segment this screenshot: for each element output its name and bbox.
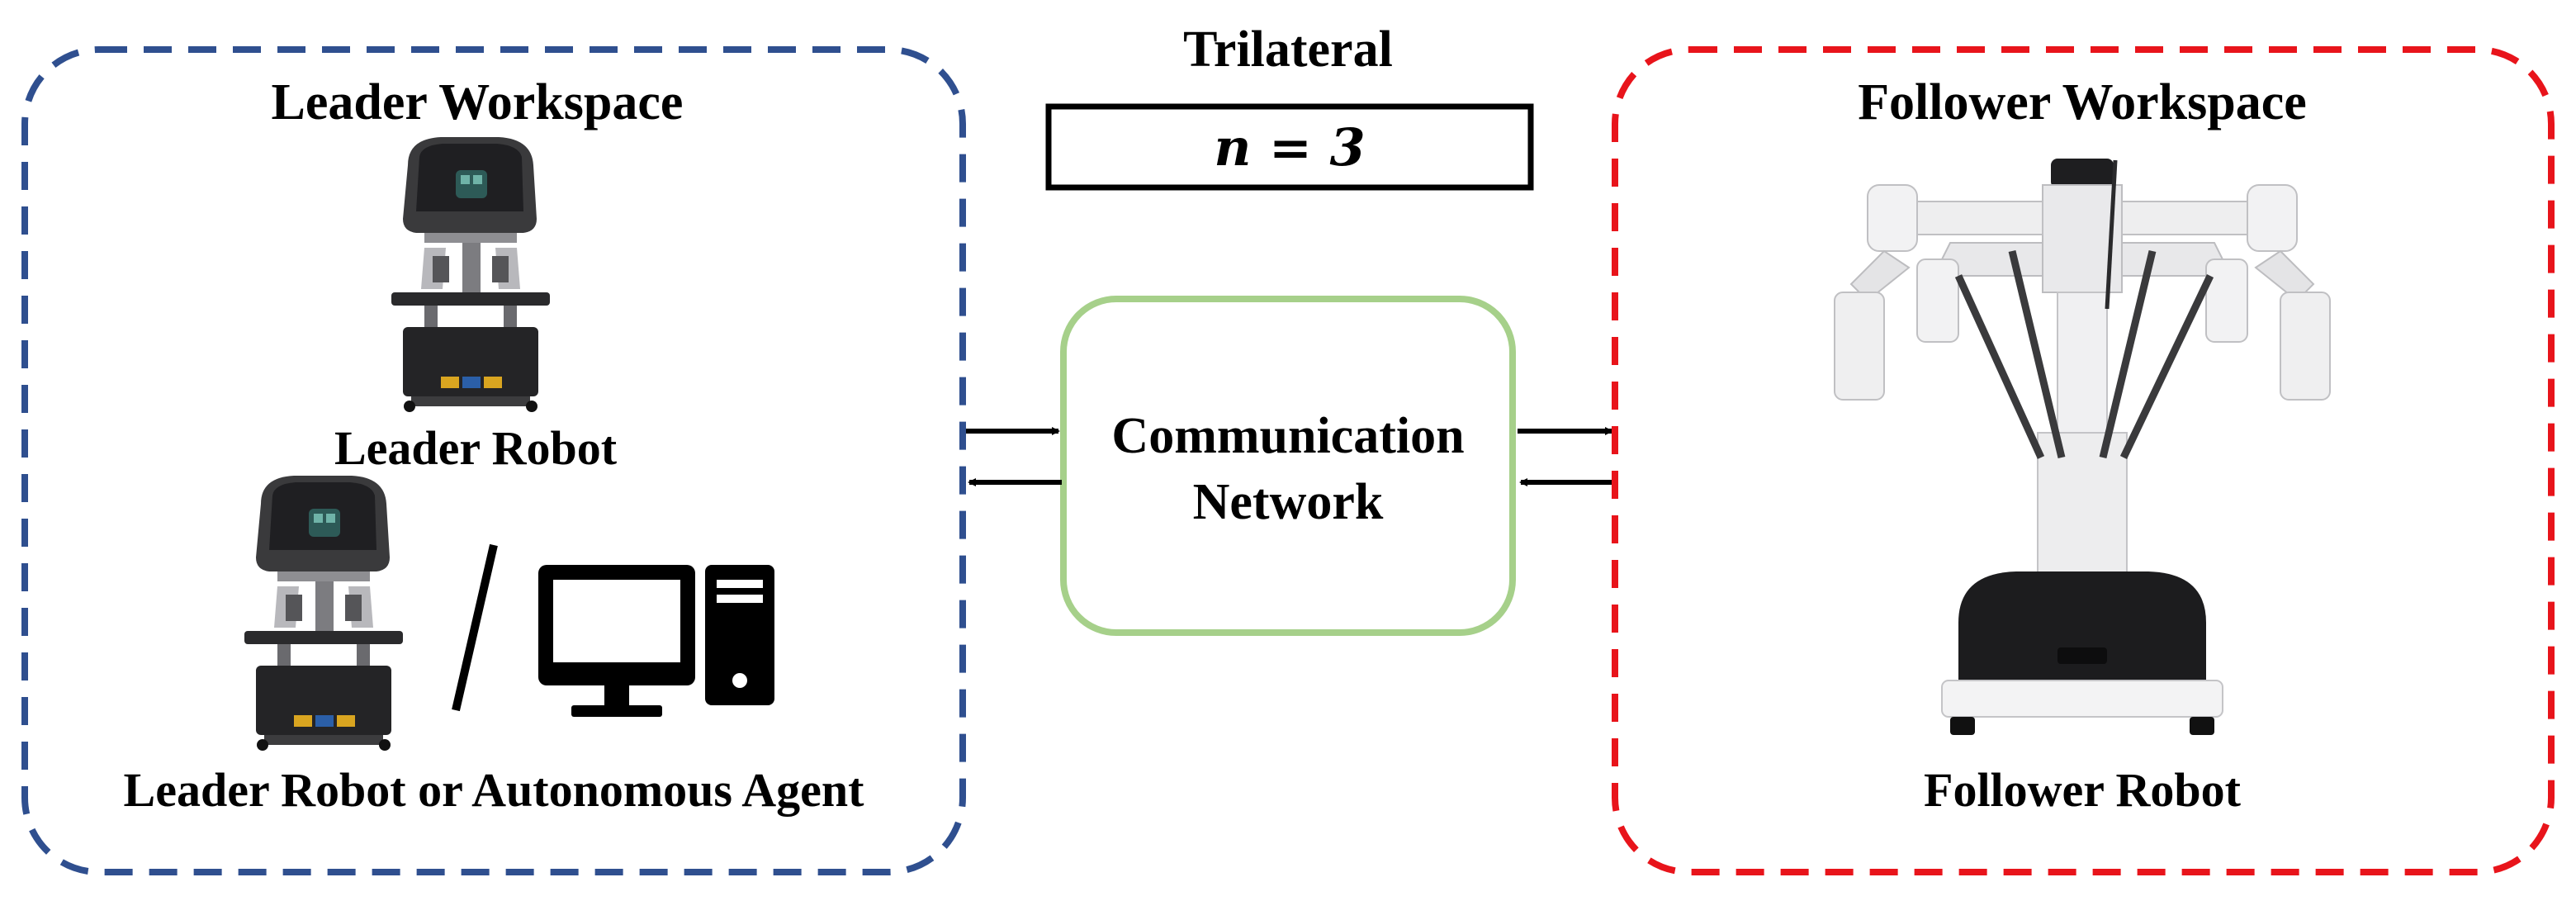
follower-workspace-title: Follower Workspace: [1858, 74, 2307, 130]
leader-robot-label: Leader Robot: [334, 421, 618, 475]
or-separator: [452, 543, 498, 712]
network-box: [1060, 296, 1516, 636]
leader-workspace-title: Leader Workspace: [272, 74, 684, 130]
surgeon-console-icon: [244, 476, 403, 751]
leader-alt-label: Leader Robot or Autonomous Agent: [124, 763, 865, 817]
n-label: n = 3: [1214, 117, 1365, 178]
network-label-line2: Network: [1193, 474, 1384, 530]
surgical-robot-icon: [1835, 159, 2330, 735]
surgeon-console-icon: [391, 137, 550, 412]
computer-icon: [538, 565, 774, 717]
diagram-title: Trilateral: [1183, 21, 1393, 78]
network-label-line1: Communication: [1111, 408, 1464, 464]
follower-robot-label: Follower Robot: [1924, 763, 2242, 817]
n-box: [1045, 103, 1534, 191]
